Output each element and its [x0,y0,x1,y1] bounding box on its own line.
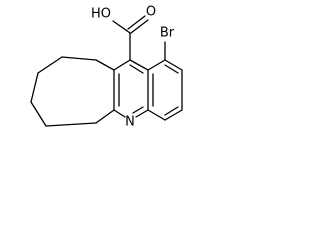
bond-c11a-c1 [147,59,166,71]
bromine-label: Br [160,26,175,41]
bond-c11-c10a [113,59,131,71]
bond-ring7-2 [61,56,97,61]
bond-ring7-4 [30,72,39,103]
hydroxyl-label: HO [91,7,111,22]
bond-ring7-3 [37,56,63,74]
oxygen-carbonyl-label: O [146,5,156,20]
chemical-structure: O HO Br N [30,5,183,130]
bond-c11a-c11-double [129,59,149,71]
bond-ring7-5 [30,101,47,127]
bond-ring7-6 [45,122,97,127]
bond-n-c4a [135,109,149,118]
carboxylic-acid-group [112,15,149,61]
bond-carbonyl-double-a [130,19,149,34]
bond-c5a-n [113,109,126,118]
bond-c1-c2-double [164,59,183,71]
pyridine-ring [113,59,149,118]
bond-ring7-1 [95,59,115,71]
bond-c4-c4a [147,109,166,121]
atom-labels: O HO Br N [91,5,175,130]
bond-n-c4a-inner [132,106,144,114]
seven-membered-ring [30,56,115,127]
bond-c3-c4-inner [164,106,179,116]
bond-c1-c2-inner [164,64,179,74]
benzene-ring [147,41,183,121]
bond-c11a-c11-inner [129,64,144,74]
bond-c3-c4-double [164,109,183,121]
bond-ring7-7 [95,109,115,124]
bond-carboxyl-oh [112,20,131,34]
nitrogen-label: N [125,115,135,130]
bond-carbonyl-double-b [127,15,146,30]
